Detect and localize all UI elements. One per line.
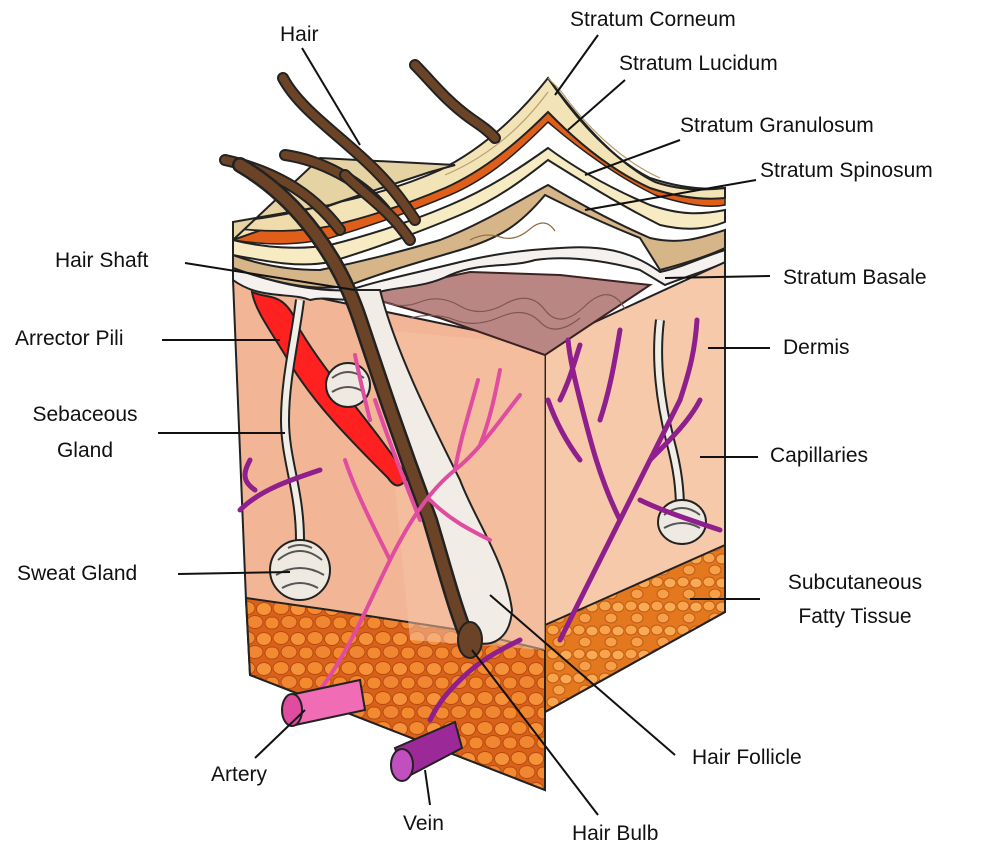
label-sebaceous-line1: Sebaceous xyxy=(15,402,155,428)
label-stratum-granulosum: Stratum Granulosum xyxy=(680,113,874,139)
hair-bulb-shape xyxy=(458,622,482,658)
label-stratum-spinosum: Stratum Spinosum xyxy=(760,158,933,184)
label-capillaries: Capillaries xyxy=(770,443,868,469)
label-stratum-lucidum: Stratum Lucidum xyxy=(619,51,778,77)
label-stratum-basale: Stratum Basale xyxy=(783,265,927,291)
label-sebaceous-line2: Gland xyxy=(15,438,155,464)
label-hair-shaft: Hair Shaft xyxy=(55,248,148,274)
leader-stratum-corneum xyxy=(555,35,598,95)
label-sweat-gland: Sweat Gland xyxy=(17,561,137,587)
label-dermis: Dermis xyxy=(783,335,850,361)
label-subcutaneous-line1: Subcutaneous xyxy=(765,570,945,596)
label-stratum-corneum: Stratum Corneum xyxy=(570,7,736,33)
leader-artery xyxy=(255,710,305,758)
label-subcutaneous-line2: Fatty Tissue xyxy=(765,604,945,630)
label-hair-bulb: Hair Bulb xyxy=(572,821,658,847)
leader-vein xyxy=(425,770,430,805)
label-hair-follicle: Hair Follicle xyxy=(692,745,802,771)
label-arrector-pili: Arrector Pili xyxy=(15,326,124,352)
leader-stratum-lucidum xyxy=(568,80,625,130)
label-sebaceous-gland: Sebaceous Gland xyxy=(15,402,155,464)
label-subcutaneous-fatty-tissue: Subcutaneous Fatty Tissue xyxy=(765,570,945,630)
label-artery: Artery xyxy=(211,762,267,788)
label-vein: Vein xyxy=(403,811,444,837)
label-hair: Hair xyxy=(280,22,319,48)
